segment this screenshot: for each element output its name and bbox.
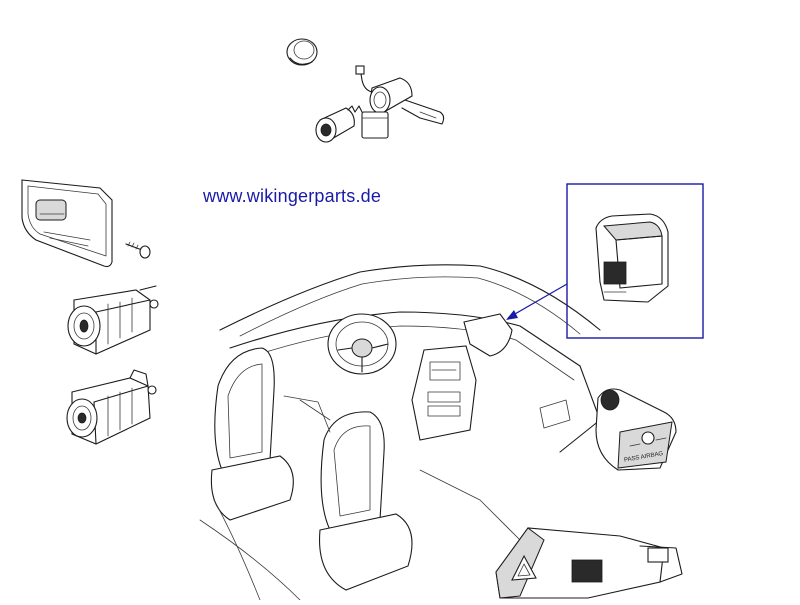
ignition-switch-lower	[66, 369, 157, 445]
airbag-switch-icon	[595, 388, 677, 471]
watermark-text: www.wikingerparts.de	[203, 186, 382, 206]
callout-detail	[506, 183, 704, 339]
car-interior-icon	[199, 264, 601, 601]
ignition-switch-upper	[67, 285, 159, 355]
glovebox-lid-icon	[21, 179, 113, 268]
hazard-warning-icon	[495, 527, 683, 599]
screw-icon	[125, 241, 151, 259]
push-button-icon	[595, 213, 669, 303]
ignition-lock-icon	[286, 38, 445, 143]
